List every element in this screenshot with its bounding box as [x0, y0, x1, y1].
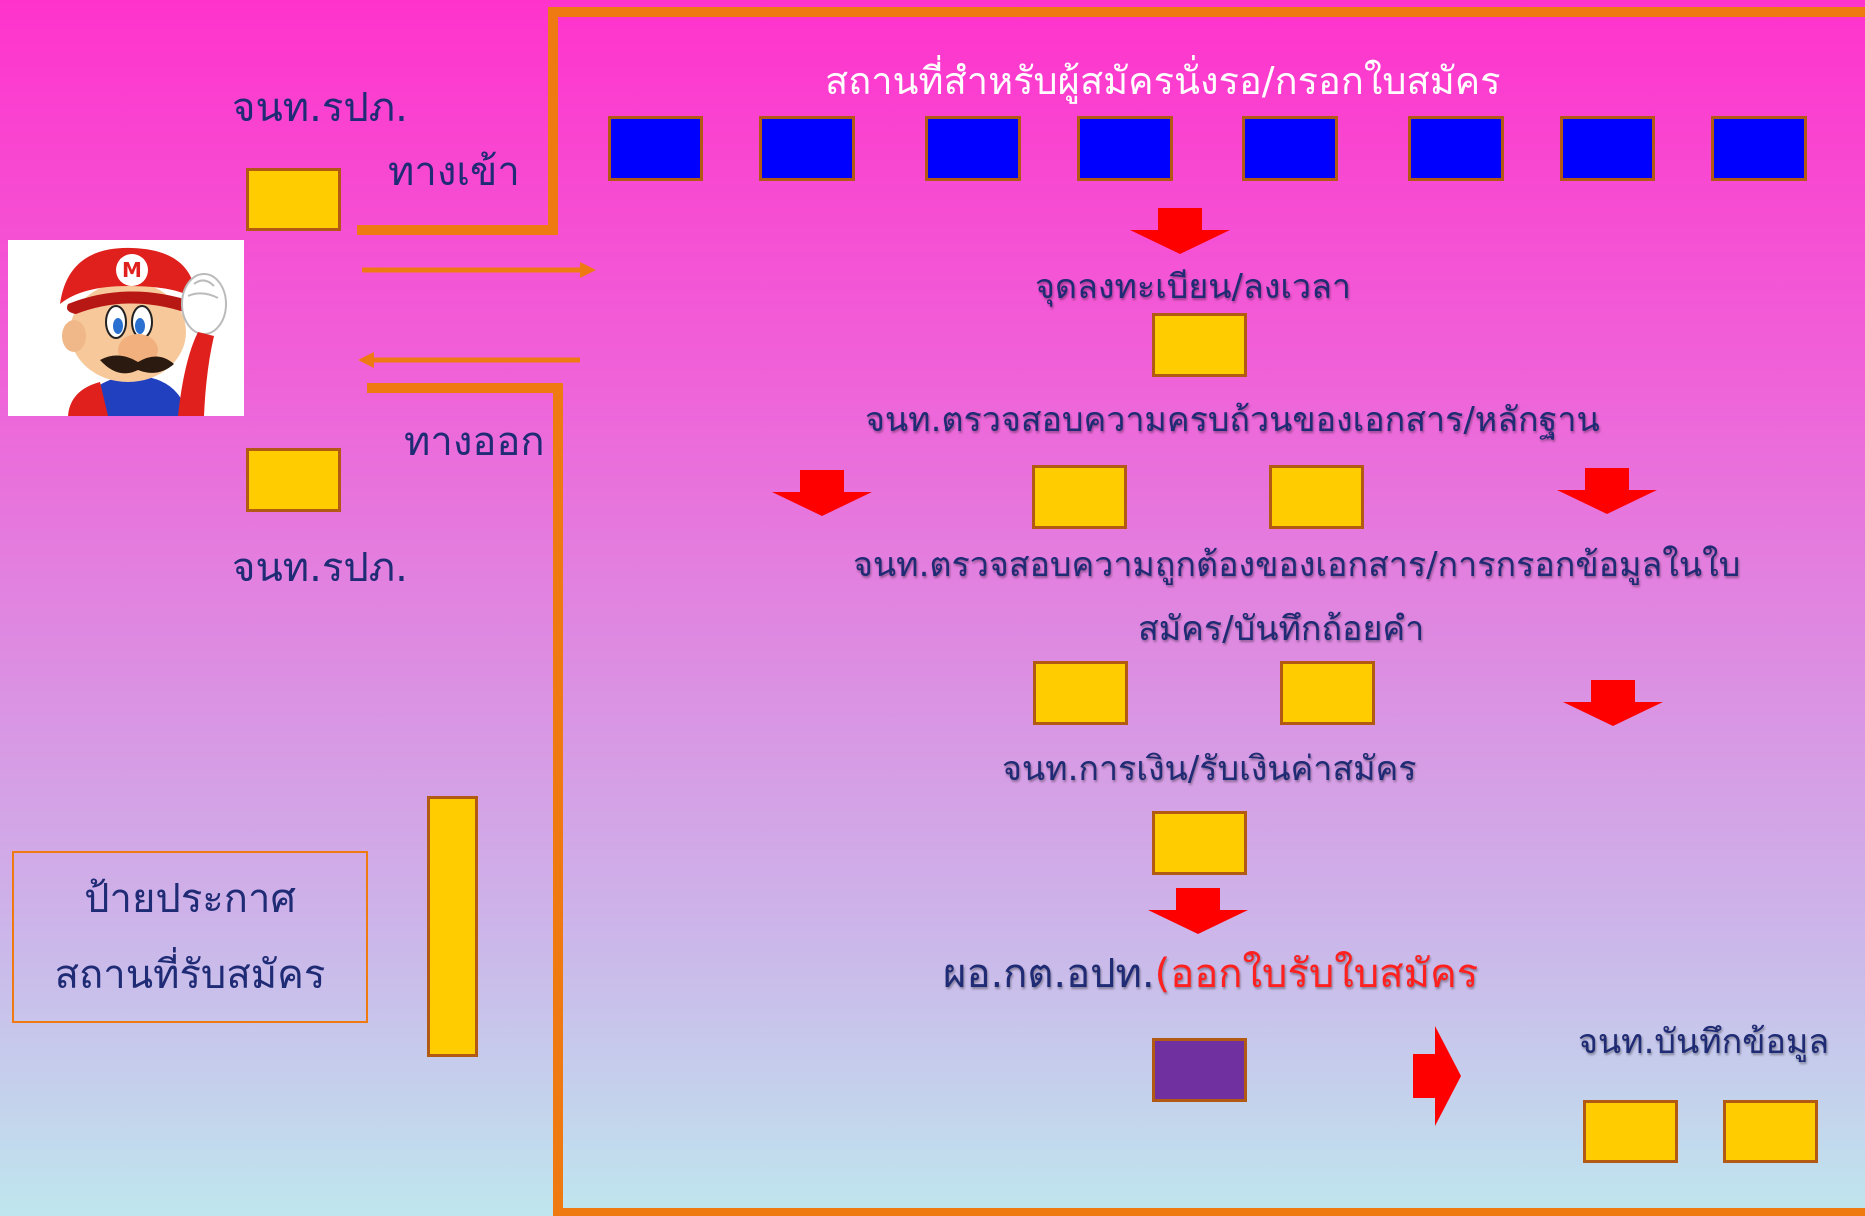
guard-desk-bottom[interactable]: [246, 448, 341, 512]
wall-entrance-vertical: [548, 7, 558, 235]
director-label-note: (ออกใบรับใบสมัคร: [1154, 951, 1479, 997]
notice-board-stand: [427, 796, 478, 1057]
finance-label: จนท.การเงิน/รับเงินค่าสมัคร: [1002, 749, 1417, 789]
notice-board-line1: ป้ายประกาศ: [84, 876, 296, 922]
flow-arrow-right: [1413, 1026, 1461, 1126]
data-entry-label: จนท.บันทึกข้อมูล: [1578, 1022, 1830, 1062]
entrance-arrow: [362, 262, 596, 278]
notice-board-line2: สถานที่รับสมัคร: [54, 952, 326, 998]
guard-label-top: จนท.รปภ.: [232, 85, 408, 131]
waiting-seat-1[interactable]: [608, 116, 703, 181]
wall-entrance-horizontal: [357, 225, 558, 235]
flow-arrow-down-right: [1557, 468, 1657, 514]
finance-desk[interactable]: [1152, 811, 1247, 875]
waiting-seat-2[interactable]: [759, 116, 855, 181]
director-label: ผอ.กต.อปท.(ออกใบรับใบสมัคร: [943, 954, 1478, 994]
exit-arrow: [358, 352, 580, 368]
flow-arrow-down-right-2: [1563, 680, 1663, 726]
mascot-image: M: [8, 240, 244, 416]
svg-text:M: M: [122, 258, 142, 282]
exit-label: ทางออก: [404, 419, 545, 465]
guard-label-bottom: จนท.รปภ.: [232, 545, 408, 591]
accuracy-desk-2[interactable]: [1280, 661, 1375, 725]
flow-arrow-down-1: [1130, 208, 1230, 254]
entrance-label: ทางเข้า: [388, 149, 520, 195]
accuracy-desk-1[interactable]: [1033, 661, 1128, 725]
completeness-desk-1[interactable]: [1032, 465, 1127, 529]
wall-exit-horizontal: [367, 383, 563, 393]
guard-desk-top[interactable]: [246, 168, 341, 231]
waiting-seat-5[interactable]: [1242, 116, 1338, 181]
registration-label: จุดลงทะเบียน/ลงเวลา: [1035, 267, 1352, 307]
flow-arrow-down-left: [772, 470, 872, 516]
data-entry-desk-1[interactable]: [1583, 1100, 1678, 1163]
check-accuracy-label-line2: สมัคร/บันทึกถ้อยคำ: [1138, 609, 1425, 649]
waiting-seat-8[interactable]: [1711, 116, 1807, 181]
waiting-seat-4[interactable]: [1077, 116, 1173, 181]
registration-desk[interactable]: [1152, 313, 1247, 377]
waiting-seat-7[interactable]: [1560, 116, 1655, 181]
waiting-seat-6[interactable]: [1408, 116, 1504, 181]
flow-arrow-down-3: [1148, 888, 1248, 934]
director-label-main: ผอ.กต.อปท.: [943, 951, 1155, 997]
notice-board: ป้ายประกาศ สถานที่รับสมัคร: [12, 851, 368, 1023]
completeness-desk-2[interactable]: [1269, 465, 1364, 529]
wall-exit-vertical: [553, 383, 563, 1216]
wall-top: [552, 7, 1865, 17]
waiting-area-title: สถานที่สำหรับผู้สมัครนั่งรอ/กรอกใบสมัคร: [825, 59, 1501, 103]
data-entry-desk-2[interactable]: [1723, 1100, 1818, 1163]
director-desk[interactable]: [1152, 1038, 1247, 1102]
check-accuracy-label-line1: จนท.ตรวจสอบความถูกต้องของเอกสาร/การกรอกข…: [853, 545, 1741, 585]
check-completeness-label: จนท.ตรวจสอบความครบถ้วนของเอกสาร/หลักฐาน: [865, 400, 1600, 440]
waiting-seat-3[interactable]: [925, 116, 1021, 181]
wall-bottom: [553, 1208, 1865, 1216]
